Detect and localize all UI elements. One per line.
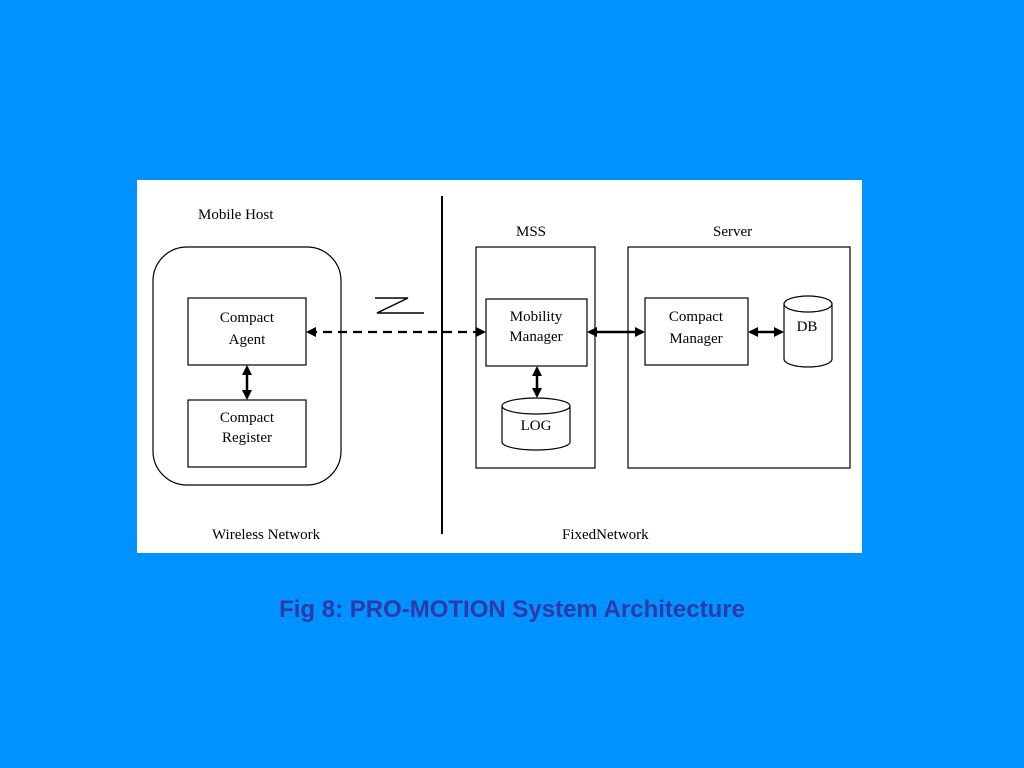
fixed-network-label: FixedNetwork <box>562 527 649 543</box>
mobility-manager-line2: Manager <box>509 329 562 345</box>
compact-register-box: Compact Register <box>187 399 307 468</box>
mobile-host-container <box>152 246 342 486</box>
compact-manager-line2: Manager <box>669 331 722 347</box>
server-container <box>627 246 851 469</box>
db-label: DB <box>797 319 818 335</box>
log-label: LOG <box>521 418 552 434</box>
compact-register-line2: Register <box>222 430 272 446</box>
figure-caption: Fig 8: PRO-MOTION System Architecture <box>279 596 745 623</box>
mobility-manager-box: Mobility Manager <box>485 298 588 367</box>
zigzag-icon <box>375 297 424 314</box>
wireless-network-label: Wireless Network <box>212 527 321 543</box>
compact-agent-line1: Compact <box>220 310 275 326</box>
mobile-host-label: Mobile Host <box>198 207 274 223</box>
compact-agent-box: Compact Agent <box>187 297 307 366</box>
mss-container <box>475 246 596 469</box>
log-database-icon: LOG <box>501 397 571 451</box>
mss-label: MSS <box>516 224 546 240</box>
compact-manager-line1: Compact <box>669 309 724 325</box>
server-label: Server <box>713 224 752 240</box>
compact-register-line1: Compact <box>220 410 275 426</box>
db-database-icon: DB <box>783 295 833 368</box>
diagram-canvas: Mobile Host MSS Server Compact Agent Com… <box>152 196 851 543</box>
compact-agent-line2: Agent <box>229 332 266 348</box>
compact-manager-box: Compact Manager <box>644 297 749 366</box>
mobility-manager-line1: Mobility <box>510 309 563 325</box>
architecture-diagram: Mobile Host MSS Server Compact Agent Com… <box>137 180 862 553</box>
